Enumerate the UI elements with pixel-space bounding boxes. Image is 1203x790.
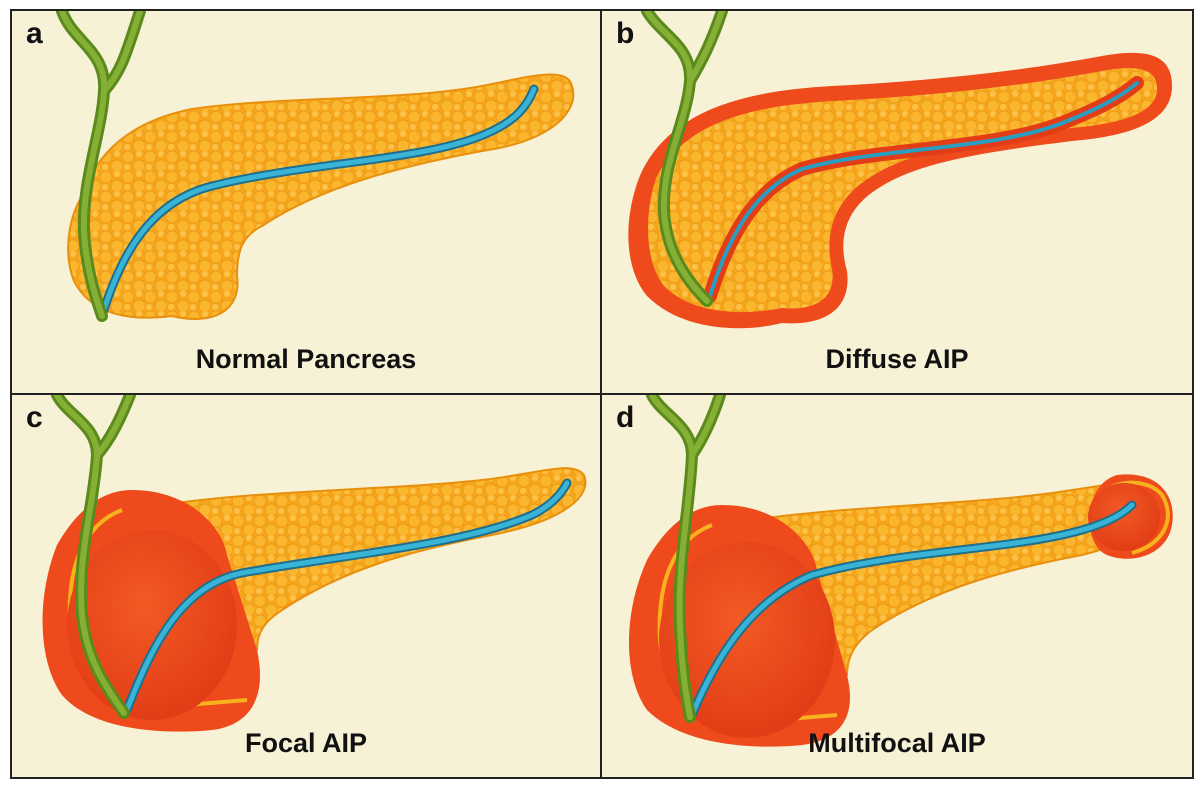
panel-caption: Diffuse AIP [825,344,969,374]
diffuse-aip-illustration [628,11,1172,329]
focal-aip-illustration [42,395,587,732]
panel-caption: Multifocal AIP [808,728,986,758]
panel-diffuse-aip: b Diffuse AIP [600,9,1194,395]
panel-letter: b [616,17,635,50]
pancreas-body [67,73,575,321]
panel-focal-aip: c Focal AIP [10,393,602,779]
normal-pancreas-illustration [56,11,575,322]
panel-letter: d [616,401,635,434]
panel-multifocal-aip: d Multifocal AIP [600,393,1194,779]
multifocal-aip-illustration [628,395,1173,747]
panel-normal-pancreas: a Normal Pancreas [10,9,602,395]
panel-caption: Focal AIP [244,728,368,758]
focal-mass [67,530,237,720]
panel-letter: c [26,401,43,434]
pancreas-body [161,467,587,651]
panel-letter: a [26,17,43,50]
panel-caption: Normal Pancreas [195,344,417,374]
